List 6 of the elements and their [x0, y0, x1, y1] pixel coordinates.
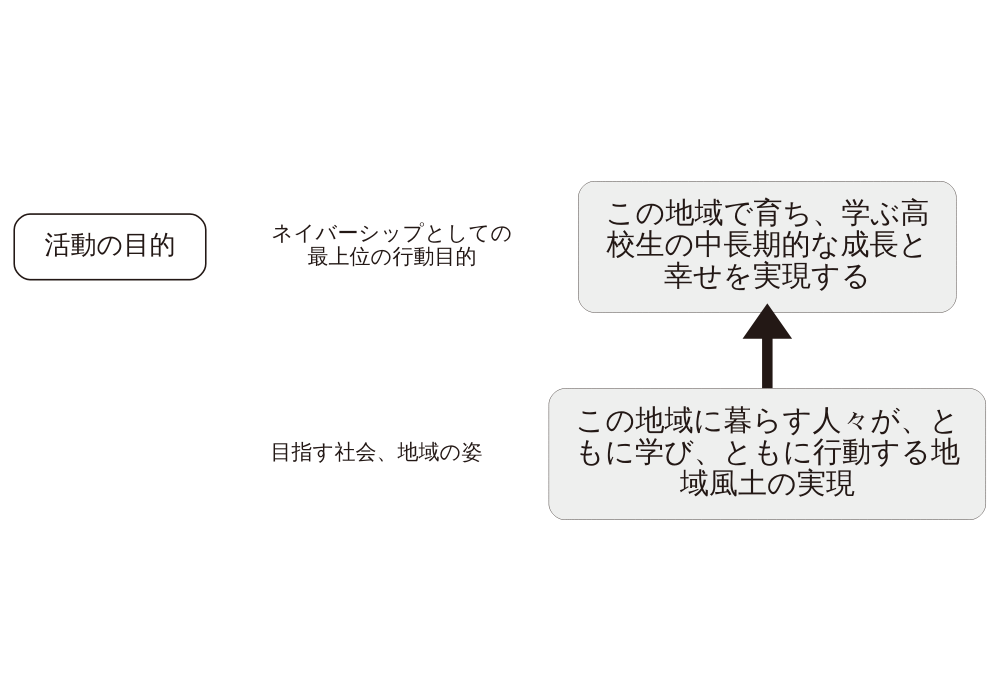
node-box: この地域で育ち、学ぶ高校生の中長期的な成長と幸せを実現する: [578, 180, 956, 312]
node-label: ネイバーシップとしての最上位の行動目的: [272, 220, 513, 268]
node-box: この地域に暮らす人々が、ともに学び、ともに行動する地域風土の実現: [548, 388, 986, 520]
node-label: 目指す社会、地域の姿: [270, 440, 482, 464]
arrow: [742, 302, 792, 388]
node-box: 活動の目的: [13, 212, 207, 280]
